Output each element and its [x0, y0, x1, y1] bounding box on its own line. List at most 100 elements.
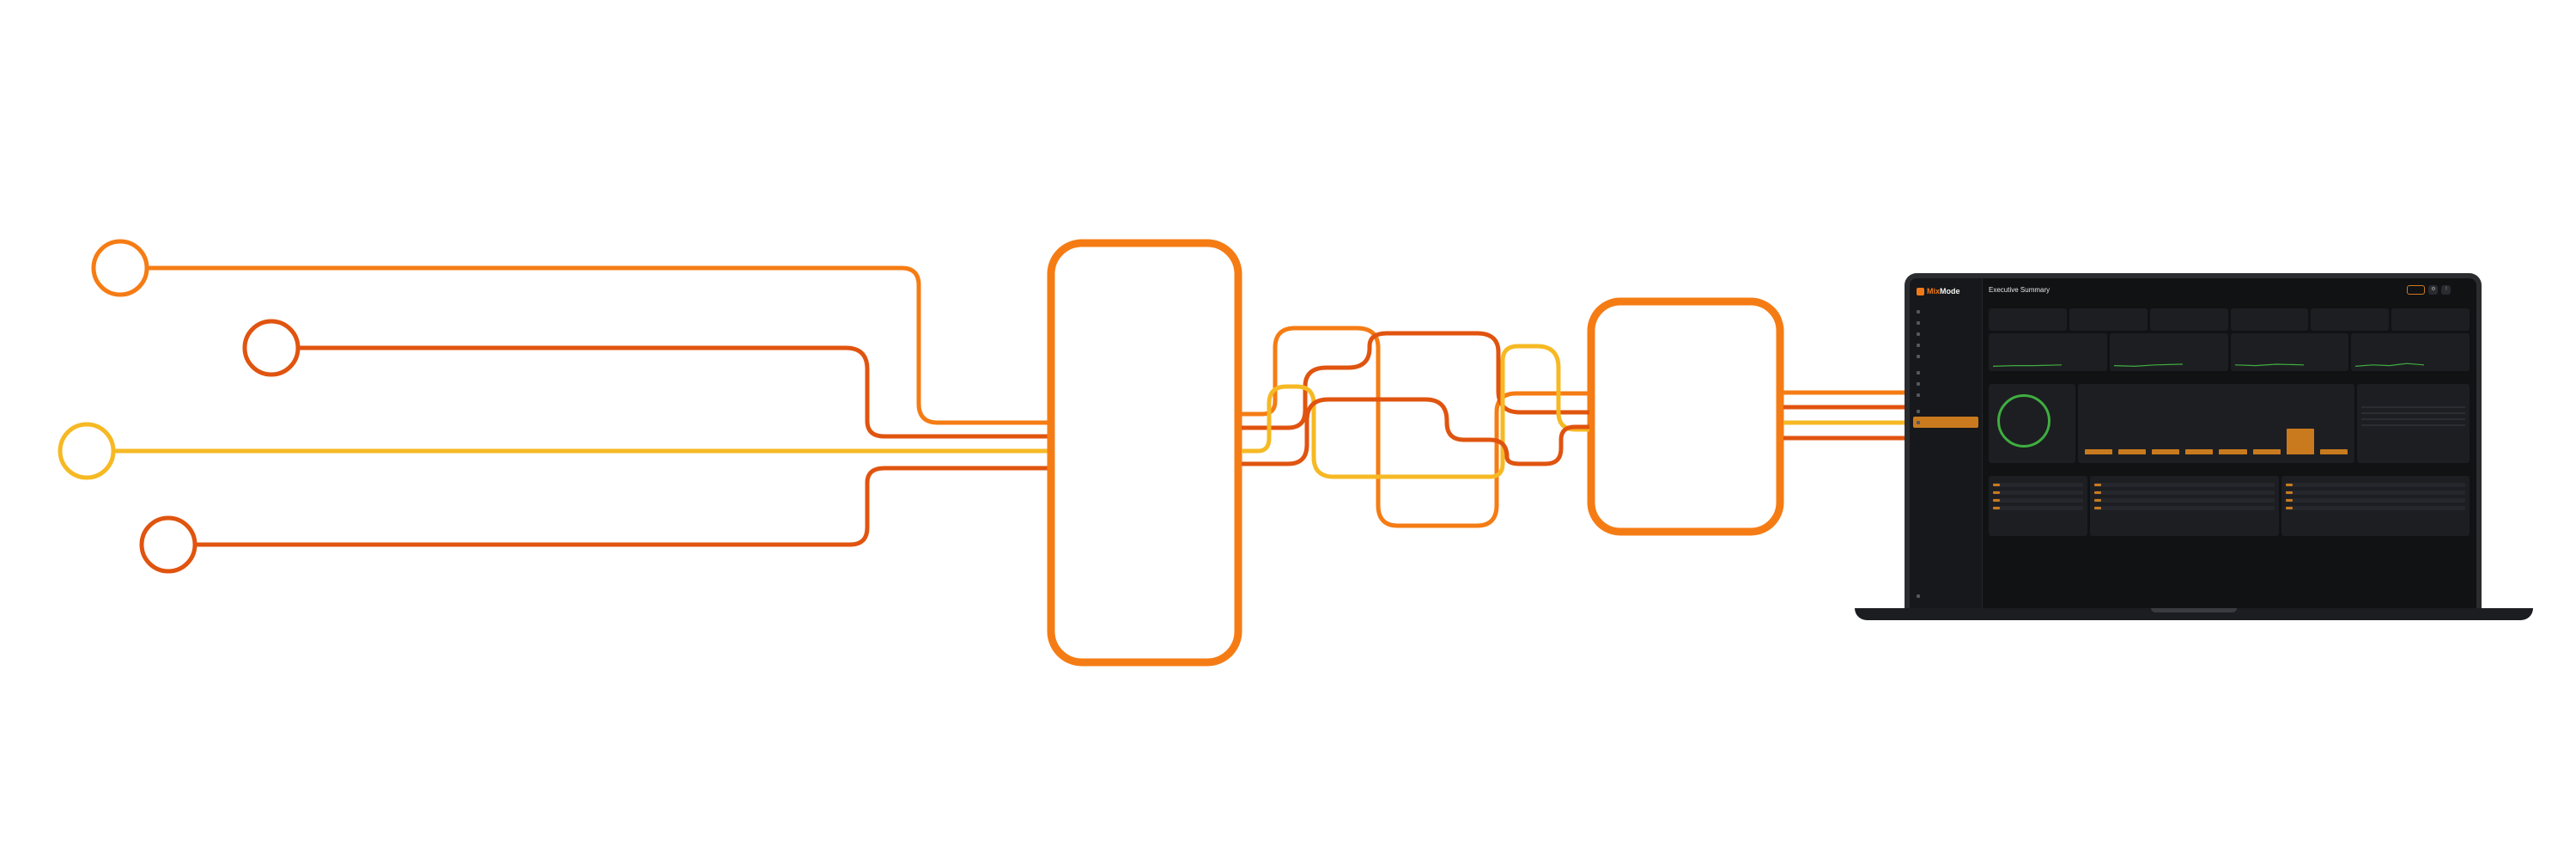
kpi-card: [2311, 308, 2390, 331]
list-divider: [2361, 424, 2465, 426]
bar-chart: [2084, 411, 2348, 454]
list-item: [2094, 506, 2275, 510]
kpi-card: [2391, 308, 2470, 331]
sidebar-item-8[interactable]: [1910, 389, 1982, 400]
kpi-card: [2230, 308, 2309, 331]
trend-card: [2351, 333, 2470, 371]
status-pill[interactable]: [2407, 284, 2426, 295]
logo-mark-icon: [1917, 287, 1924, 295]
connector-d: [1242, 397, 1589, 466]
nav-dot-icon: [1917, 409, 1920, 413]
source-node-1: [91, 239, 149, 297]
process-box-2: [1587, 297, 1784, 536]
source-line-1: [147, 265, 1049, 425]
list-item: [1993, 490, 2084, 495]
list-item: [1993, 483, 2084, 487]
sidebar-item-7[interactable]: [1910, 378, 1982, 389]
source-node-3: [58, 422, 116, 480]
nav-dot-icon: [1917, 370, 1920, 375]
sidebar-item-active[interactable]: [1913, 417, 1978, 428]
score-panel: [1989, 384, 2075, 463]
connector-b: [1242, 331, 1589, 430]
bar: [2084, 449, 2112, 454]
bar: [2286, 429, 2314, 454]
list-item: [1993, 498, 2084, 503]
sparkline: [2355, 362, 2425, 367]
nav-dot-icon: [1917, 343, 1920, 347]
list-item: [1993, 506, 2084, 510]
list-item: [2094, 498, 2275, 503]
list-item: [2094, 483, 2275, 487]
source-line-4: [195, 466, 1049, 547]
list-divider: [2361, 418, 2465, 420]
alert-icon[interactable]: !: [2441, 284, 2451, 295]
settings-icon[interactable]: ⚙: [2428, 284, 2439, 295]
nav-dot-icon: [1917, 381, 1920, 386]
list-divider: [2361, 406, 2465, 408]
topbar: Executive Summary ⚙ !: [1989, 283, 2470, 295]
nav-dot-icon: [1917, 309, 1920, 314]
insight-panel: [1989, 476, 2088, 536]
laptop-screen: MixMode Executive Summary ⚙: [1905, 273, 2482, 608]
sidebar-item-3[interactable]: [1910, 328, 1982, 339]
sidebar-item-6[interactable]: [1910, 367, 1982, 378]
sidebar-item-2[interactable]: [1910, 317, 1982, 328]
brand-name: MixMode: [1927, 287, 1960, 295]
section-heading-3: [1989, 468, 2470, 473]
bar: [2117, 449, 2147, 454]
weekly-row: [1989, 384, 2470, 463]
section-heading-2: [1989, 376, 2470, 381]
connector-c: [1242, 344, 1589, 479]
process-box-1: [1047, 239, 1242, 667]
list-item: [2285, 490, 2465, 495]
list-panel: [2357, 384, 2470, 463]
bar: [2152, 449, 2180, 454]
nav-dot-icon: [1917, 332, 1920, 336]
list-item: [2285, 483, 2465, 487]
main-content: Executive Summary ⚙ !: [1982, 278, 2476, 608]
trend-card: [2109, 333, 2228, 371]
user-menu[interactable]: [2454, 288, 2470, 292]
list-divider: [2361, 412, 2465, 414]
laptop-base: [1855, 608, 2533, 620]
sidebar: MixMode: [1910, 278, 1983, 608]
kpi-card: [1989, 308, 2067, 331]
sparkline: [2113, 363, 2183, 368]
bar: [2319, 449, 2348, 454]
bar: [2185, 449, 2214, 454]
sparkline: [2234, 363, 2304, 367]
bar-panel: [2077, 384, 2355, 463]
list-item: [2285, 506, 2465, 510]
bar: [2219, 449, 2247, 454]
page-title: Executive Summary: [1989, 285, 2050, 294]
settings-icon: [1917, 594, 1920, 598]
list-item: [2285, 498, 2465, 503]
sidebar-item-9[interactable]: [1910, 405, 1982, 417]
laptop-notch: [2151, 608, 2237, 612]
source-node-2: [242, 319, 301, 377]
nav-dot-icon: [1917, 354, 1920, 358]
source-line-2: [298, 345, 1049, 439]
nav-dot-icon: [1917, 320, 1920, 325]
insights-row: [1989, 476, 2470, 536]
sidebar-item-1[interactable]: [1910, 306, 1982, 317]
score-donut: [1997, 394, 2050, 448]
kpi-row: [1989, 308, 2470, 331]
sparkline: [1993, 364, 2062, 367]
nav-dot-icon: [1917, 420, 1920, 424]
sidebar-item-5[interactable]: [1910, 350, 1982, 362]
bar: [2252, 449, 2281, 454]
sidebar-settings[interactable]: [1910, 590, 1927, 601]
list-item: [2094, 490, 2275, 495]
kpi-card: [2149, 308, 2228, 331]
trend-row: [1989, 333, 2470, 371]
section-heading-1: [1989, 301, 2470, 306]
brand: MixMode: [1910, 278, 1982, 301]
trend-card: [2230, 333, 2349, 371]
sidebar-item-4[interactable]: [1910, 339, 1982, 350]
topbar-actions: ⚙ !: [2407, 284, 2470, 295]
nav-dot-icon: [1917, 393, 1920, 397]
trend-card: [1989, 333, 2107, 371]
source-node-4: [139, 515, 197, 574]
